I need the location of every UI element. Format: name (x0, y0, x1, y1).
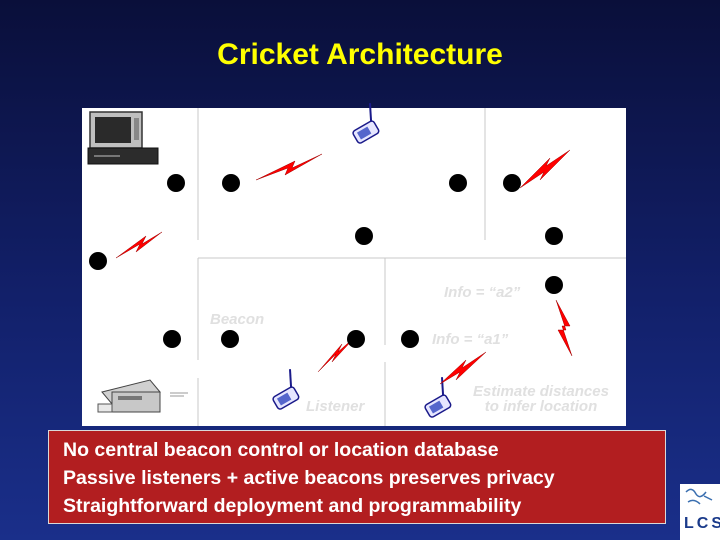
bullet-line: Straightforward deployment and programma… (63, 495, 522, 517)
beacon-dot-icon (545, 227, 563, 245)
info-a2-label: Info = “a2” (444, 284, 521, 301)
lightning-signal-icon (555, 299, 573, 357)
handheld-device-icon (352, 103, 380, 144)
estimate-label: Estimate distances to infer location (456, 384, 626, 414)
beacon-label: Beacon (210, 311, 265, 328)
listener-label: Listener (306, 398, 365, 415)
lightning-signal-icon (519, 149, 571, 189)
beacon-dot-icon (355, 227, 373, 245)
beacon-dot-icon (163, 330, 181, 348)
beacon-dot-icon (222, 174, 240, 192)
printer-icon (97, 379, 188, 413)
lcs-logo-text: LCS (684, 515, 720, 532)
floor-plan (82, 108, 626, 426)
beacon-dot-icon (545, 276, 563, 294)
beacon-dot-icon (89, 252, 107, 270)
estimate-line-2: to infer location (484, 398, 598, 415)
lightning-signal-icon (439, 351, 487, 385)
lightning-signal-icon (115, 231, 163, 259)
beacon-dot-icon (503, 174, 521, 192)
summary-textbox: No central beacon control or location da… (48, 430, 666, 524)
handheld-device-icon (272, 369, 300, 410)
beacon-dot-icon (167, 174, 185, 192)
beacon-dot-icon (449, 174, 467, 192)
tv-vcr-icon (87, 111, 159, 165)
estimate-line-1: Estimate distances (473, 383, 609, 400)
beacon-dot-icon (221, 330, 239, 348)
bullet-line: Passive listeners + active beacons prese… (63, 467, 555, 489)
beacon-dot-icon (401, 330, 419, 348)
handheld-device-icon (424, 377, 452, 418)
info-a1-label: Info = “a1” (432, 331, 509, 348)
bullet-line: No central beacon control or location da… (63, 439, 499, 461)
beacon-dot-icon (347, 330, 365, 348)
slide-title: Cricket Architecture (217, 38, 503, 71)
room-walls (197, 108, 626, 426)
lightning-signal-icon (255, 153, 323, 181)
